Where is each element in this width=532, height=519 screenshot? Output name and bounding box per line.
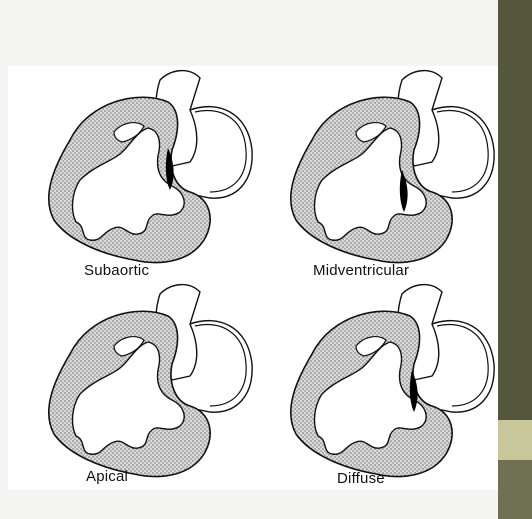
heart-diagram-diffuse (291, 285, 494, 477)
caption-diffuse: Diffuse (337, 470, 385, 487)
heart-diagram-midventricular (291, 71, 494, 263)
caption-subaortic: Subaortic (84, 262, 149, 279)
heart-diagram-apical (49, 285, 252, 477)
caption-midventricular: Midventricular (313, 262, 409, 279)
heart-diagram-subaortic (49, 71, 252, 263)
caption-apical: Apical (86, 468, 128, 485)
